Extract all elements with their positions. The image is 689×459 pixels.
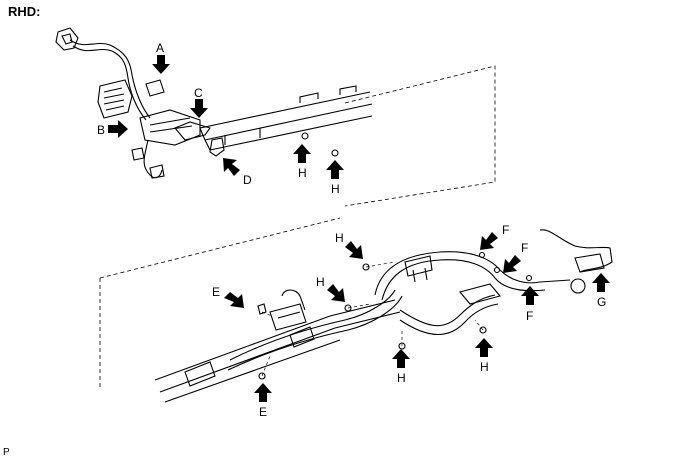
arrow-f3 [521,286,539,305]
callout-c: C [194,86,203,100]
callout-a: A [156,41,164,55]
arrow-h5 [392,349,410,368]
arrow-a [152,55,170,74]
arrow-d [223,158,240,176]
callout-f1: F [502,223,509,237]
callout-h6: H [480,360,489,374]
callout-h4: H [316,275,325,289]
callout-f2: F [521,241,528,255]
arrow-f1 [480,232,498,250]
callout-h3: H [335,231,344,245]
callout-d: D [243,173,252,187]
arrow-b [108,120,128,138]
callout-h1: H [298,166,307,180]
lower-assembly [99,217,613,403]
callout-f3: F [526,309,533,323]
arrow-f2 [503,255,521,273]
callout-h2: H [331,182,340,196]
callout-arrows [108,55,610,402]
arrow-c [190,99,208,118]
figure-code: P [3,447,10,458]
arrow-h4 [327,284,345,302]
callout-h5: H [397,371,406,385]
callout-b: B [97,123,105,137]
region-heading: RHD: [8,4,41,19]
arrow-e2 [254,383,272,402]
arrow-h3 [345,241,363,259]
callout-g: G [597,295,606,309]
arrow-e1 [224,292,244,308]
callout-labels: A B C D H H H H H H E E F F F G [97,41,606,419]
upper-assembly [55,27,496,207]
callout-e1: E [212,285,220,299]
arrow-h2 [326,160,344,179]
callout-e2: E [259,405,267,419]
arrow-h1 [293,144,311,163]
arrow-g [592,273,610,292]
arrow-h6 [475,338,493,357]
